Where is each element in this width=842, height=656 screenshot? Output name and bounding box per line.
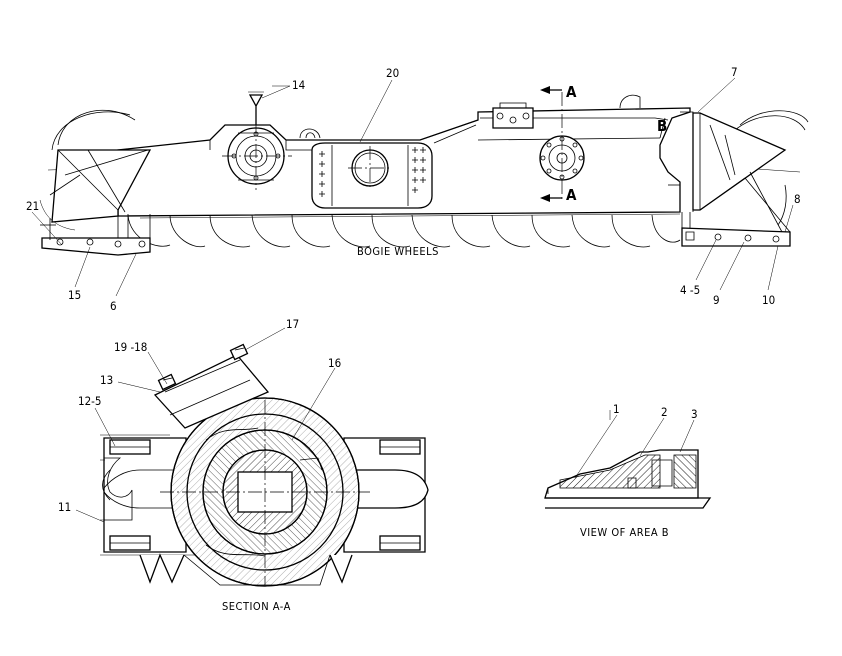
caption-view-area-b: VIEW OF AREA B: [580, 526, 669, 539]
callout-12-5: 12-5: [78, 394, 101, 408]
roller-frame-assembly: A A B BOGIE WHEELS: [39, 83, 809, 258]
pivot-boss: [222, 91, 292, 190]
callout-20: 20: [386, 66, 399, 80]
callout-8: 8: [794, 192, 801, 206]
callout-19-18: 19 -18: [114, 340, 147, 354]
callouts-top-view: 14 20 7 21 15 6 8 4 -5 9 10: [26, 65, 801, 313]
callout-1: 1: [613, 402, 620, 416]
arrow-left-icon: [540, 194, 550, 202]
bolt-column-left: [319, 151, 325, 197]
callouts-section-view: 17 19 -18 13 16 12-5 11 SECTION A-A: [58, 317, 341, 613]
callout-13: 13: [100, 373, 113, 387]
bogie-wheels-row: [127, 213, 681, 248]
callout-16: 16: [328, 356, 341, 370]
callout-21: 21: [26, 199, 39, 213]
left-end-guard: [40, 149, 152, 256]
callout-10: 10: [762, 293, 775, 307]
callout-9: 9: [713, 293, 720, 307]
callout-4-5: 4 -5: [680, 283, 700, 297]
section-mark-a-bottom: A: [566, 186, 577, 204]
section-line-aa: A A: [540, 83, 577, 204]
detail-b-view: 1 2 3 VIEW OF AREA B: [544, 402, 712, 539]
detail-mark-b: B: [657, 117, 667, 135]
callout-7: 7: [731, 65, 738, 79]
callout-17: 17: [286, 317, 299, 331]
arrow-left-icon: [540, 86, 550, 94]
callout-11: 11: [58, 500, 71, 514]
section-top-link: [153, 343, 270, 429]
callout-14: 14: [292, 78, 305, 92]
callout-3: 3: [691, 407, 698, 421]
caption-bogie-wheels: BOGIE WHEELS: [357, 245, 439, 258]
caption-section-aa: SECTION A-A: [222, 600, 291, 613]
upper-mount-block: [492, 102, 534, 129]
callout-2: 2: [661, 405, 668, 419]
callout-15: 15: [68, 288, 81, 302]
bolt-column-right: [412, 147, 426, 193]
center-bolted-plate: [311, 142, 433, 209]
callout-6: 6: [110, 299, 117, 313]
section-mark-a-top: A: [566, 83, 577, 101]
right-end-guard: [680, 111, 791, 247]
section-aa-view: [100, 343, 429, 587]
grease-fitting-icon: [248, 94, 264, 125]
